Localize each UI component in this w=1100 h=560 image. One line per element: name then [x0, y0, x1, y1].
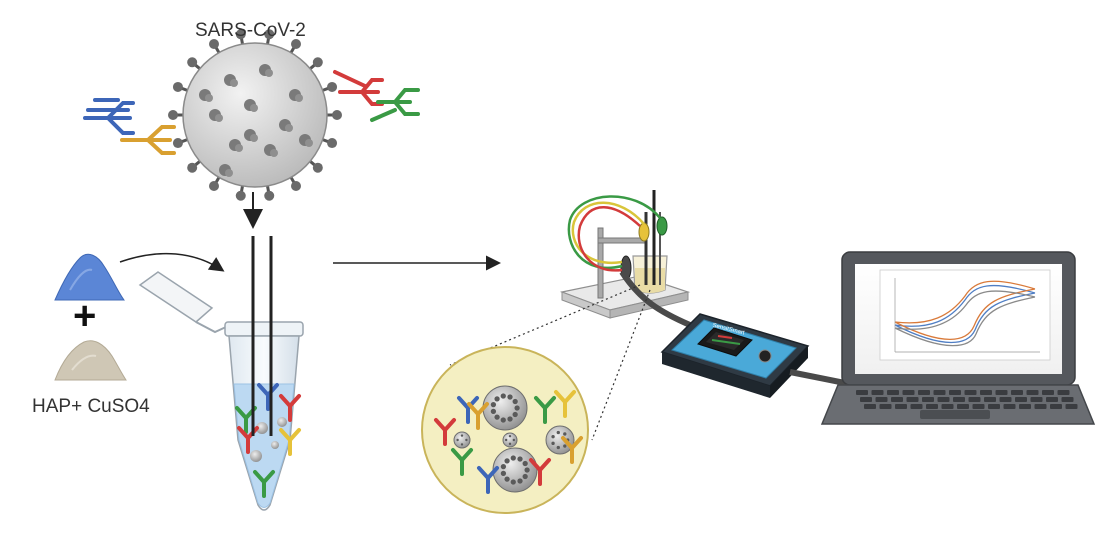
- antibody-icon-red: [333, 70, 384, 106]
- plus-sign: +: [73, 294, 97, 338]
- potentiostat-icon: SensitSmart: [660, 313, 861, 398]
- cv-plot-icon: [879, 269, 1051, 361]
- microtube-icon: [138, 271, 304, 511]
- antibody-icon-orange: [120, 125, 176, 155]
- antibody-icon-blue: [83, 98, 135, 135]
- virus-spikes: [168, 29, 342, 201]
- arrow-icon: [119, 252, 225, 272]
- virus-icon: [168, 29, 342, 201]
- keyboard: [856, 390, 1078, 409]
- virus-particles: [453, 385, 575, 493]
- virus-label: SARS-CoV-2: [195, 20, 306, 41]
- antibody-icon-green: [370, 88, 420, 122]
- virus-surface-proteins: [199, 64, 313, 177]
- powder-pile-icon-blue: [54, 253, 125, 301]
- electrode-icon: [251, 236, 273, 436]
- powder-pile-icon-beige: [54, 340, 127, 381]
- zoom-circle: [421, 346, 589, 514]
- electrochemical-cell-icon: [559, 190, 692, 328]
- mixture-label: HAP+ CuSO4: [32, 396, 150, 417]
